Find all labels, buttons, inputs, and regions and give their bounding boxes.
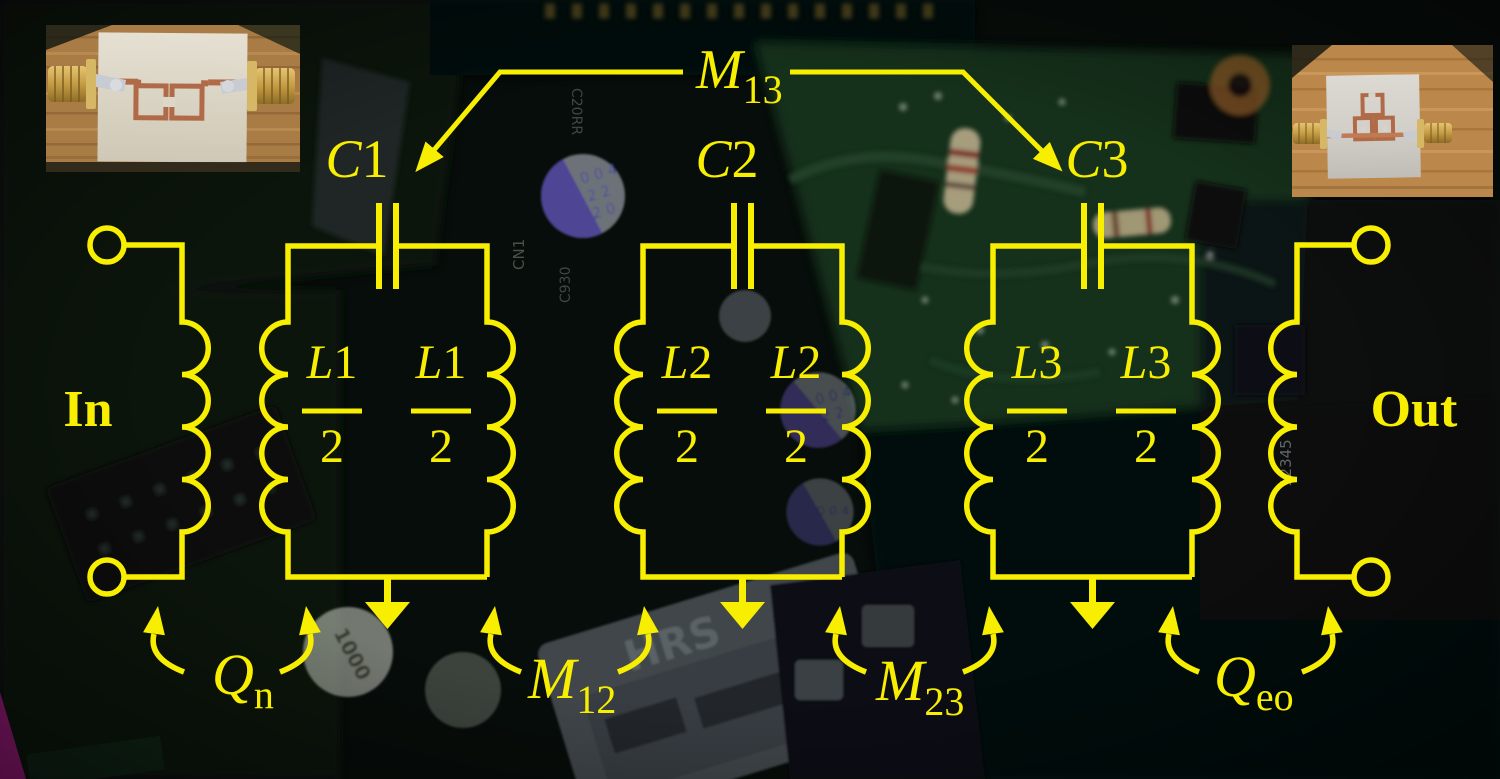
ground-arrow-1-head [365, 602, 410, 629]
m13-arrow-left [415, 69, 683, 173]
out-label: Out [1371, 381, 1458, 438]
sma-connector-right-2 [1403, 119, 1452, 148]
inductor-l3-right-label: L3 [1120, 336, 1172, 389]
filter-pcb-right [1326, 74, 1421, 179]
resonator-3: C3 L3 2 L3 2 [964, 129, 1221, 629]
resonator-2: C2 L2 2 L2 2 [614, 129, 871, 629]
capacitor-c2-label: C2 [695, 129, 758, 189]
resonator-1: C1 L1 2 L1 2 [259, 129, 516, 629]
capacitor-c1-label: C1 [325, 129, 388, 189]
sma-connector-right-1 [1293, 119, 1342, 149]
coupling-m23: M23 [825, 606, 1004, 724]
inductor-l2-right-den: 2 [784, 420, 808, 473]
sma-connector-left-1 [48, 59, 126, 109]
coupling-qn: Qn [143, 606, 321, 717]
qn-label: Qn [212, 642, 274, 717]
resonator-1-left-coil [259, 243, 487, 580]
inductor-l3-left-den: 2 [1025, 420, 1049, 473]
m13-coupling: M13 [415, 39, 1063, 173]
copper-traces-right [1327, 92, 1421, 142]
resonator-3-right-coil [1101, 243, 1221, 577]
sma-connector-left-2 [220, 61, 295, 111]
inductor-l1-left-den: 2 [320, 420, 344, 473]
inductor-l2-left-label: L2 [661, 336, 713, 389]
m12-label: M12 [527, 646, 616, 722]
qeo-label: Qeo [1214, 644, 1294, 719]
inductor-l1-left-label: L1 [306, 336, 358, 389]
coupling-qeo: Qeo [1158, 606, 1343, 719]
inductor-l2-right-label: L2 [770, 336, 822, 389]
inset-photo-right [1292, 45, 1493, 197]
ground-arrow-2-head [720, 602, 765, 629]
inset-photo-left [46, 25, 300, 172]
inductor-l3-left-label: L3 [1011, 336, 1063, 389]
filter-schematic: In Out C1 L1 2 L1 2 [63, 39, 1458, 724]
m23-label: M23 [875, 648, 964, 724]
capacitor-c3-label: C3 [1065, 129, 1128, 189]
filter-pcb-left [97, 32, 248, 163]
resonator-2-left-coil [614, 243, 842, 580]
inductor-l1-right-den: 2 [429, 420, 453, 473]
resonator-1-right-coil [396, 243, 516, 577]
output-coil [1268, 242, 1354, 580]
resonator-3-left-coil [964, 243, 1192, 580]
ground-arrow-3-head [1070, 602, 1115, 629]
m13-arrow-right [790, 69, 1063, 172]
inductor-l2-left-den: 2 [675, 420, 699, 473]
input-coil [124, 242, 211, 580]
inductor-l1-right-label: L1 [415, 336, 467, 389]
in-label: In [63, 381, 112, 438]
resonator-2-right-coil [751, 243, 871, 577]
coupling-m12: M12 [480, 606, 659, 722]
m13-label: M13 [695, 39, 783, 112]
inductor-l3-right-den: 2 [1134, 420, 1158, 473]
